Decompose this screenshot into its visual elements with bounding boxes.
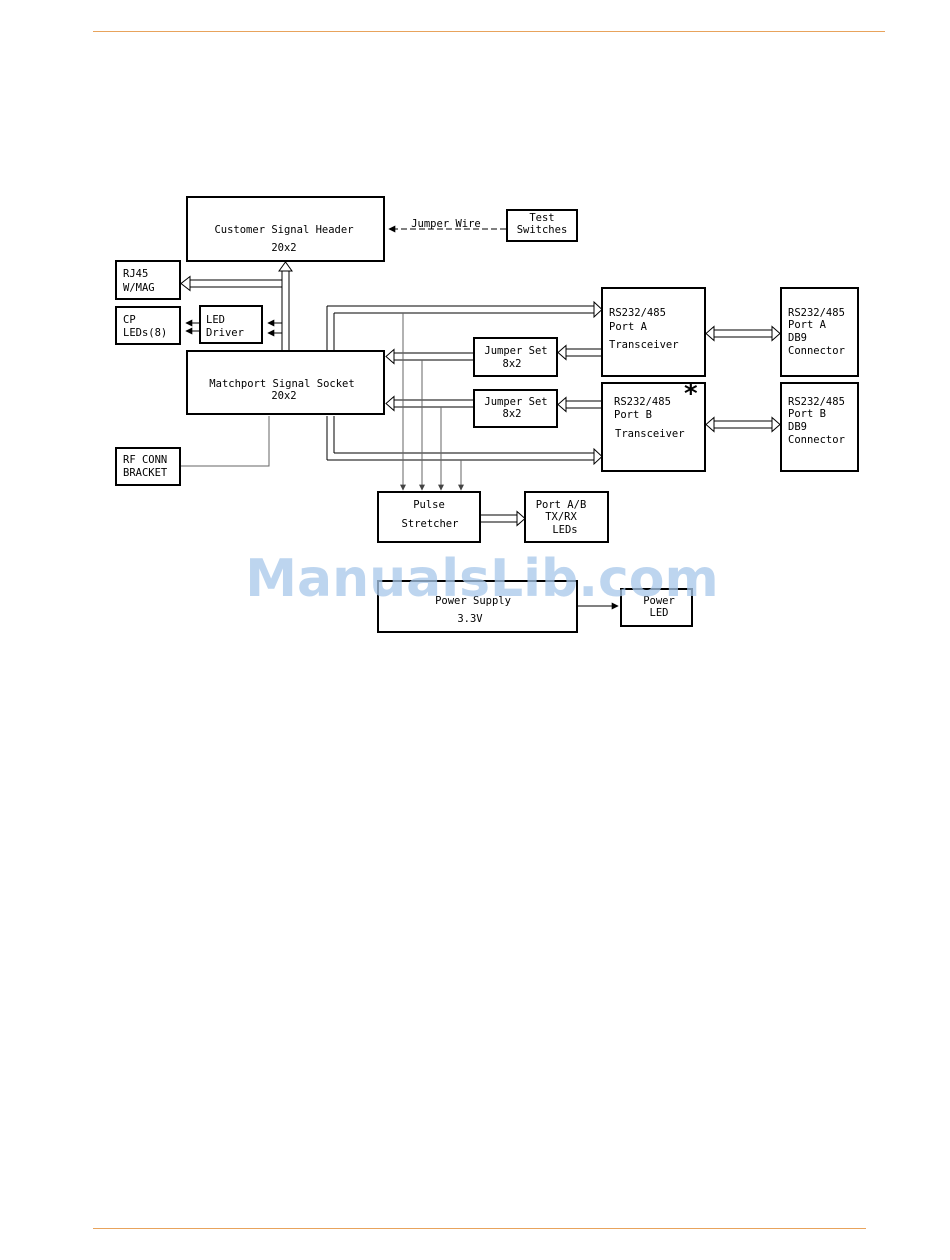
svg-text:Port B: Port B <box>788 408 826 420</box>
svg-text:Port A: Port A <box>609 321 648 333</box>
customer-header-size: 20x2 <box>271 242 296 254</box>
customer-header-label: Customer Signal Header <box>214 224 353 236</box>
socket-to-port-b-bus <box>326 416 603 466</box>
test-switches-block: Test Switches <box>506 209 578 242</box>
svg-text:Jumper Set: Jumper Set <box>484 396 547 408</box>
cp-leds-block: CP LEDs(8) <box>115 306 181 345</box>
bus-to-led-driver <box>267 319 282 337</box>
power-led-block: Power LED <box>620 588 693 627</box>
svg-text:RS232/485: RS232/485 <box>788 396 845 408</box>
port-a-to-jumper-a <box>557 344 601 361</box>
svg-text:Port A: Port A <box>788 319 827 331</box>
svg-text:DB9: DB9 <box>788 332 807 344</box>
svg-text:LEDs: LEDs <box>552 524 577 536</box>
port-a-db9-block: RS232/485 Port A DB9 Connector <box>780 287 859 377</box>
top-rule <box>93 31 885 32</box>
svg-text:Stretcher: Stretcher <box>402 518 459 530</box>
svg-text:RF CONN: RF CONN <box>123 454 167 466</box>
port-b-to-jumper-b <box>557 396 601 413</box>
port-ab-leds-block: Port A/B TX/RX LEDs <box>524 491 609 543</box>
svg-text:3.3V: 3.3V <box>457 613 483 625</box>
svg-text:RS232/485: RS232/485 <box>609 307 666 319</box>
rj45-block: RJ45 W/MAG <box>115 260 181 300</box>
socket-to-header-bus <box>278 261 293 350</box>
jumper-b-to-socket <box>385 395 473 412</box>
svg-text:LED: LED <box>650 607 669 619</box>
matchport-socket-label: Matchport Signal Socket <box>209 378 354 390</box>
port-a-to-db9-bus <box>705 325 781 342</box>
pulse-stretcher-block: Pulse Stretcher <box>377 491 481 543</box>
svg-text:BRACKET: BRACKET <box>123 467 168 479</box>
power-supply-block: Power Supply 3.3V <box>377 580 578 633</box>
svg-text:Port A/B: Port A/B <box>536 499 587 511</box>
jumper-a-to-socket <box>385 348 473 365</box>
pulse-stretcher-inputs <box>400 313 464 491</box>
port-a-transceiver-block: RS232/485 Port A Transceiver <box>601 287 706 377</box>
socket-to-port-a-bus <box>326 300 603 350</box>
svg-text:Power Supply: Power Supply <box>435 595 511 607</box>
matchport-signal-socket-block: Matchport Signal Socket 20x2 <box>186 350 385 415</box>
port-b-note-asterisk: * <box>684 379 698 409</box>
jumper-set-b-block: Jumper Set 8x2 <box>473 389 558 428</box>
svg-text:Power: Power <box>643 595 675 607</box>
port-b-to-db9-bus <box>705 416 781 433</box>
svg-text:Transceiver: Transceiver <box>615 428 685 440</box>
svg-text:Pulse: Pulse <box>413 499 445 511</box>
bus-to-rj45 <box>180 275 282 292</box>
pulse-to-leds-bus <box>481 510 526 527</box>
svg-text:Connector: Connector <box>788 345 845 357</box>
svg-text:Port B: Port B <box>614 409 652 421</box>
rf-conn-line <box>180 416 270 467</box>
customer-signal-header-block: Customer Signal Header 20x2 <box>186 196 385 262</box>
svg-text:Test: Test <box>529 212 554 224</box>
jumper-wire-label: Jumper Wire <box>411 218 481 230</box>
led-driver-block: LED Driver <box>199 305 263 344</box>
bottom-rule <box>93 1228 866 1229</box>
svg-text:Driver: Driver <box>206 327 244 339</box>
port-b-db9-block: RS232/485 Port B DB9 Connector <box>780 382 859 472</box>
rf-conn-bracket-block: RF CONN BRACKET <box>115 447 181 486</box>
watermark-text: ManualsLib.com <box>245 549 718 609</box>
matchport-socket-size: 20x2 <box>271 390 296 402</box>
svg-text:Transceiver: Transceiver <box>609 339 679 351</box>
svg-text:LED: LED <box>206 314 225 326</box>
jumper-set-a-block: Jumper Set 8x2 <box>473 337 558 377</box>
svg-text:TX/RX: TX/RX <box>545 511 577 523</box>
port-b-transceiver-block: RS232/485 Port B Transceiver * <box>601 379 706 472</box>
svg-text:RS232/485: RS232/485 <box>614 396 671 408</box>
svg-text:LEDs(8): LEDs(8) <box>123 327 167 339</box>
led-driver-to-cp-leds <box>185 319 199 335</box>
svg-text:8x2: 8x2 <box>503 358 522 370</box>
svg-text:RJ45: RJ45 <box>123 268 148 280</box>
svg-text:Connector: Connector <box>788 434 845 446</box>
svg-text:CP: CP <box>123 314 136 326</box>
svg-text:Jumper Set: Jumper Set <box>484 345 547 357</box>
svg-text:8x2: 8x2 <box>503 408 522 420</box>
svg-text:W/MAG: W/MAG <box>123 282 155 294</box>
svg-text:RS232/485: RS232/485 <box>788 307 845 319</box>
svg-text:DB9: DB9 <box>788 421 807 433</box>
svg-text:Switches: Switches <box>517 224 568 236</box>
